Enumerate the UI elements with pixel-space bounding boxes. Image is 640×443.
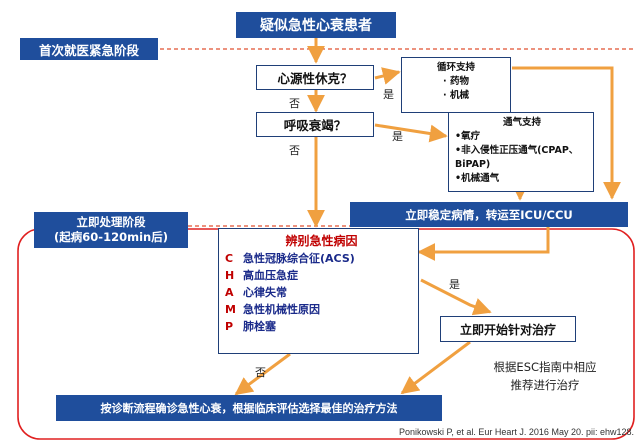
arrow-circulatory-to-stabilize	[512, 66, 621, 200]
arrow-shock-to-circulatory	[374, 67, 401, 85]
stabilize-text: 立即稳定病情，转运至ICU/CCU	[405, 207, 573, 222]
ventilation-support-box: 通气支持 •氧疗 •非入侵性正压通气(CPAP、 BiPAP) •机械通气	[448, 112, 594, 192]
title-box: 疑似急性心衰患者	[236, 12, 396, 38]
cause-item: A 心律失常	[225, 284, 418, 301]
ventilation-support-title: 通气支持	[502, 117, 541, 128]
cause-item: H 高血压急症	[225, 267, 418, 284]
phase1-label-text: 首次就医紧急阶段	[38, 42, 139, 58]
arrow-causes-to-final	[234, 352, 291, 396]
phase2-label-line2: (起病60-120min后)	[54, 230, 168, 244]
arrow-causes-to-targeted	[420, 278, 492, 316]
circulatory-item-drug: · 药物	[443, 76, 469, 87]
arrow-targeted-to-final	[400, 340, 471, 395]
title-text: 疑似急性心衰患者	[260, 18, 372, 34]
respiratory-question-box: 呼吸衰竭？	[256, 112, 374, 137]
esc-note-line1: 根据ESC指南中相应	[493, 360, 597, 374]
targeted-therapy-text: 立即开始针对治疗	[459, 322, 556, 337]
respiratory-question-text: 呼吸衰竭？	[283, 118, 347, 133]
final-action-text: 按诊断流程确诊急性心衰，根据临床评估选择最佳的治疗方法	[100, 402, 398, 415]
circulatory-support-title: 循环支持	[436, 62, 475, 73]
esc-note-line2: 推荐进行治疗	[510, 378, 580, 392]
resp-yes-label: 是	[392, 130, 403, 143]
circulatory-item-mechanical: · 机械	[443, 90, 469, 101]
cause-item: M 急性机械性原因	[225, 301, 418, 318]
cause-letter: C	[225, 252, 234, 265]
cause-text: 心律失常	[243, 286, 287, 299]
cause-letter: M	[225, 303, 236, 316]
arrow-stabilize-to-causes	[417, 227, 550, 261]
cause-text: 急性机械性原因	[243, 303, 320, 316]
ventilation-item-mechanical: •机械通气	[455, 173, 500, 184]
cause-text: 肺栓塞	[243, 320, 276, 333]
arrow-resp-to-ventilation	[374, 123, 448, 143]
phase2-label: 立即处理阶段 (起病60-120min后)	[34, 212, 188, 248]
circulatory-support-box: 循环支持 · 药物 · 机械	[401, 57, 511, 113]
cause-letter: P	[225, 320, 234, 333]
shock-no-label: 否	[289, 97, 300, 110]
cause-text: 急性冠脉综合征(ACS)	[243, 252, 355, 265]
shock-yes-label: 是	[383, 88, 394, 101]
ventilation-item-niv: •非入侵性正压通气(CPAP、	[455, 145, 579, 156]
citation: Ponikowski P, et al. Eur Heart J. 2016 M…	[399, 427, 634, 437]
shock-question-box: 心源性休克？	[256, 65, 374, 90]
causes-title: 辨别急性病因	[285, 234, 358, 248]
cause-item: C 急性冠脉综合征(ACS)	[225, 250, 418, 267]
shock-question-text: 心源性休克？	[277, 71, 353, 86]
ventilation-item-bipap: BiPAP)	[455, 159, 491, 170]
phase1-label: 首次就医紧急阶段	[20, 38, 158, 60]
targeted-therapy-box: 立即开始针对治疗	[440, 316, 576, 342]
causes-yes-label: 是	[449, 278, 460, 291]
esc-note: 根据ESC指南中相应 推荐进行治疗	[478, 358, 612, 394]
cause-item: P 肺栓塞	[225, 318, 418, 335]
ventilation-item-oxygen: •氧疗	[455, 131, 481, 142]
stabilize-box: 立即稳定病情，转运至ICU/CCU	[350, 202, 628, 227]
phase2-label-line1: 立即处理阶段	[76, 215, 146, 229]
final-action-box: 按诊断流程确诊急性心衰，根据临床评估选择最佳的治疗方法	[56, 395, 442, 421]
cause-text: 高血压急症	[243, 269, 298, 282]
resp-no-label: 否	[289, 144, 300, 157]
cause-letter: H	[225, 269, 235, 282]
causes-box: 辨别急性病因 C 急性冠脉综合征(ACS) H 高血压急症 A 心律失常 M 急…	[218, 228, 419, 354]
causes-no-label: 否	[255, 366, 266, 379]
cause-letter: A	[225, 286, 234, 299]
